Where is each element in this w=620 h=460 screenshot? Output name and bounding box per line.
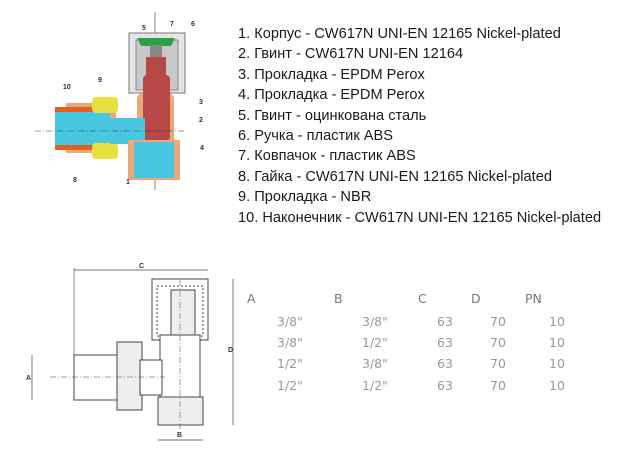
table-cell: 10 [549, 314, 565, 329]
table-cell: 63 [437, 356, 453, 371]
valve-dimension-drawing: C D A B [26, 263, 234, 441]
table-cell: 70 [490, 378, 506, 393]
callout-6: 6 [191, 21, 195, 28]
callout-7: 7 [170, 21, 174, 28]
table-header-d: D [471, 291, 481, 306]
parts-list-item: 7. Ковпачок - пластик ABS [238, 148, 416, 165]
callout-4: 4 [200, 145, 204, 152]
table-header-b: B [334, 291, 343, 306]
table-cell: 3/8" [277, 314, 303, 329]
parts-list-item: 3. Прокладка - EPDM Perox [238, 66, 425, 83]
table-cell: 3/8" [362, 356, 388, 371]
table-header-pn: PN [525, 291, 542, 306]
table-cell: 3/8" [362, 314, 388, 329]
dim-label-d: D [228, 347, 233, 354]
dim-label-b: B [177, 432, 182, 439]
table-cell: 3/8" [277, 335, 303, 350]
callout-2: 2 [199, 117, 203, 124]
parts-list-item: 9. Прокладка - NBR [238, 189, 372, 206]
parts-list-item: 2. Гвинт - CW617N UNI-EN 12164 [238, 46, 464, 63]
callout-5: 5 [142, 25, 146, 32]
callout-3: 3 [199, 99, 203, 106]
table-cell: 70 [490, 356, 506, 371]
parts-list-item: 10. Наконечник - CW617N UNI-EN 12165 Nic… [238, 209, 602, 226]
table-cell: 63 [437, 314, 453, 329]
callout-9-top: 9 [98, 77, 102, 84]
table-cell: 10 [549, 356, 565, 371]
parts-list-item: 1. Корпус - CW617N UNI-EN 12165 Nickel-p… [238, 26, 561, 42]
callout-10: 10 [63, 84, 71, 91]
table-cell: 70 [490, 314, 506, 329]
table-cell: 1/2" [277, 356, 303, 371]
table-cell: 10 [549, 335, 565, 350]
parts-list: 1. Корпус - CW617N UNI-EN 12165 Nickel-p… [238, 24, 601, 228]
table-cell: 10 [549, 378, 565, 393]
parts-list-item: 4. Прокладка - EPDM Perox [238, 87, 425, 104]
parts-list-item: 6. Ручка - пластик ABS [238, 128, 393, 145]
table-cell: 63 [437, 335, 453, 350]
table-cell: 63 [437, 378, 453, 393]
parts-list-item: 5. Гвинт - оцинкована сталь [238, 107, 427, 124]
valve-section-diagram: 5 7 6 10 9 3 2 4 8 1 [35, 12, 204, 190]
table-cell: 1/2" [362, 378, 388, 393]
table-cell: 1/2" [362, 335, 388, 350]
table-header-a: A [247, 291, 256, 306]
callout-8: 8 [73, 177, 77, 184]
table-cell: 1/2" [277, 378, 303, 393]
callout-1: 1 [126, 179, 130, 186]
dim-label-a: A [26, 375, 31, 382]
parts-list-item: 8. Гайка - CW617N UNI-EN 12165 Nickel-pl… [238, 168, 552, 185]
table-cell: 70 [490, 335, 506, 350]
dim-label-c: C [139, 263, 144, 270]
table-header-c: C [418, 291, 427, 306]
